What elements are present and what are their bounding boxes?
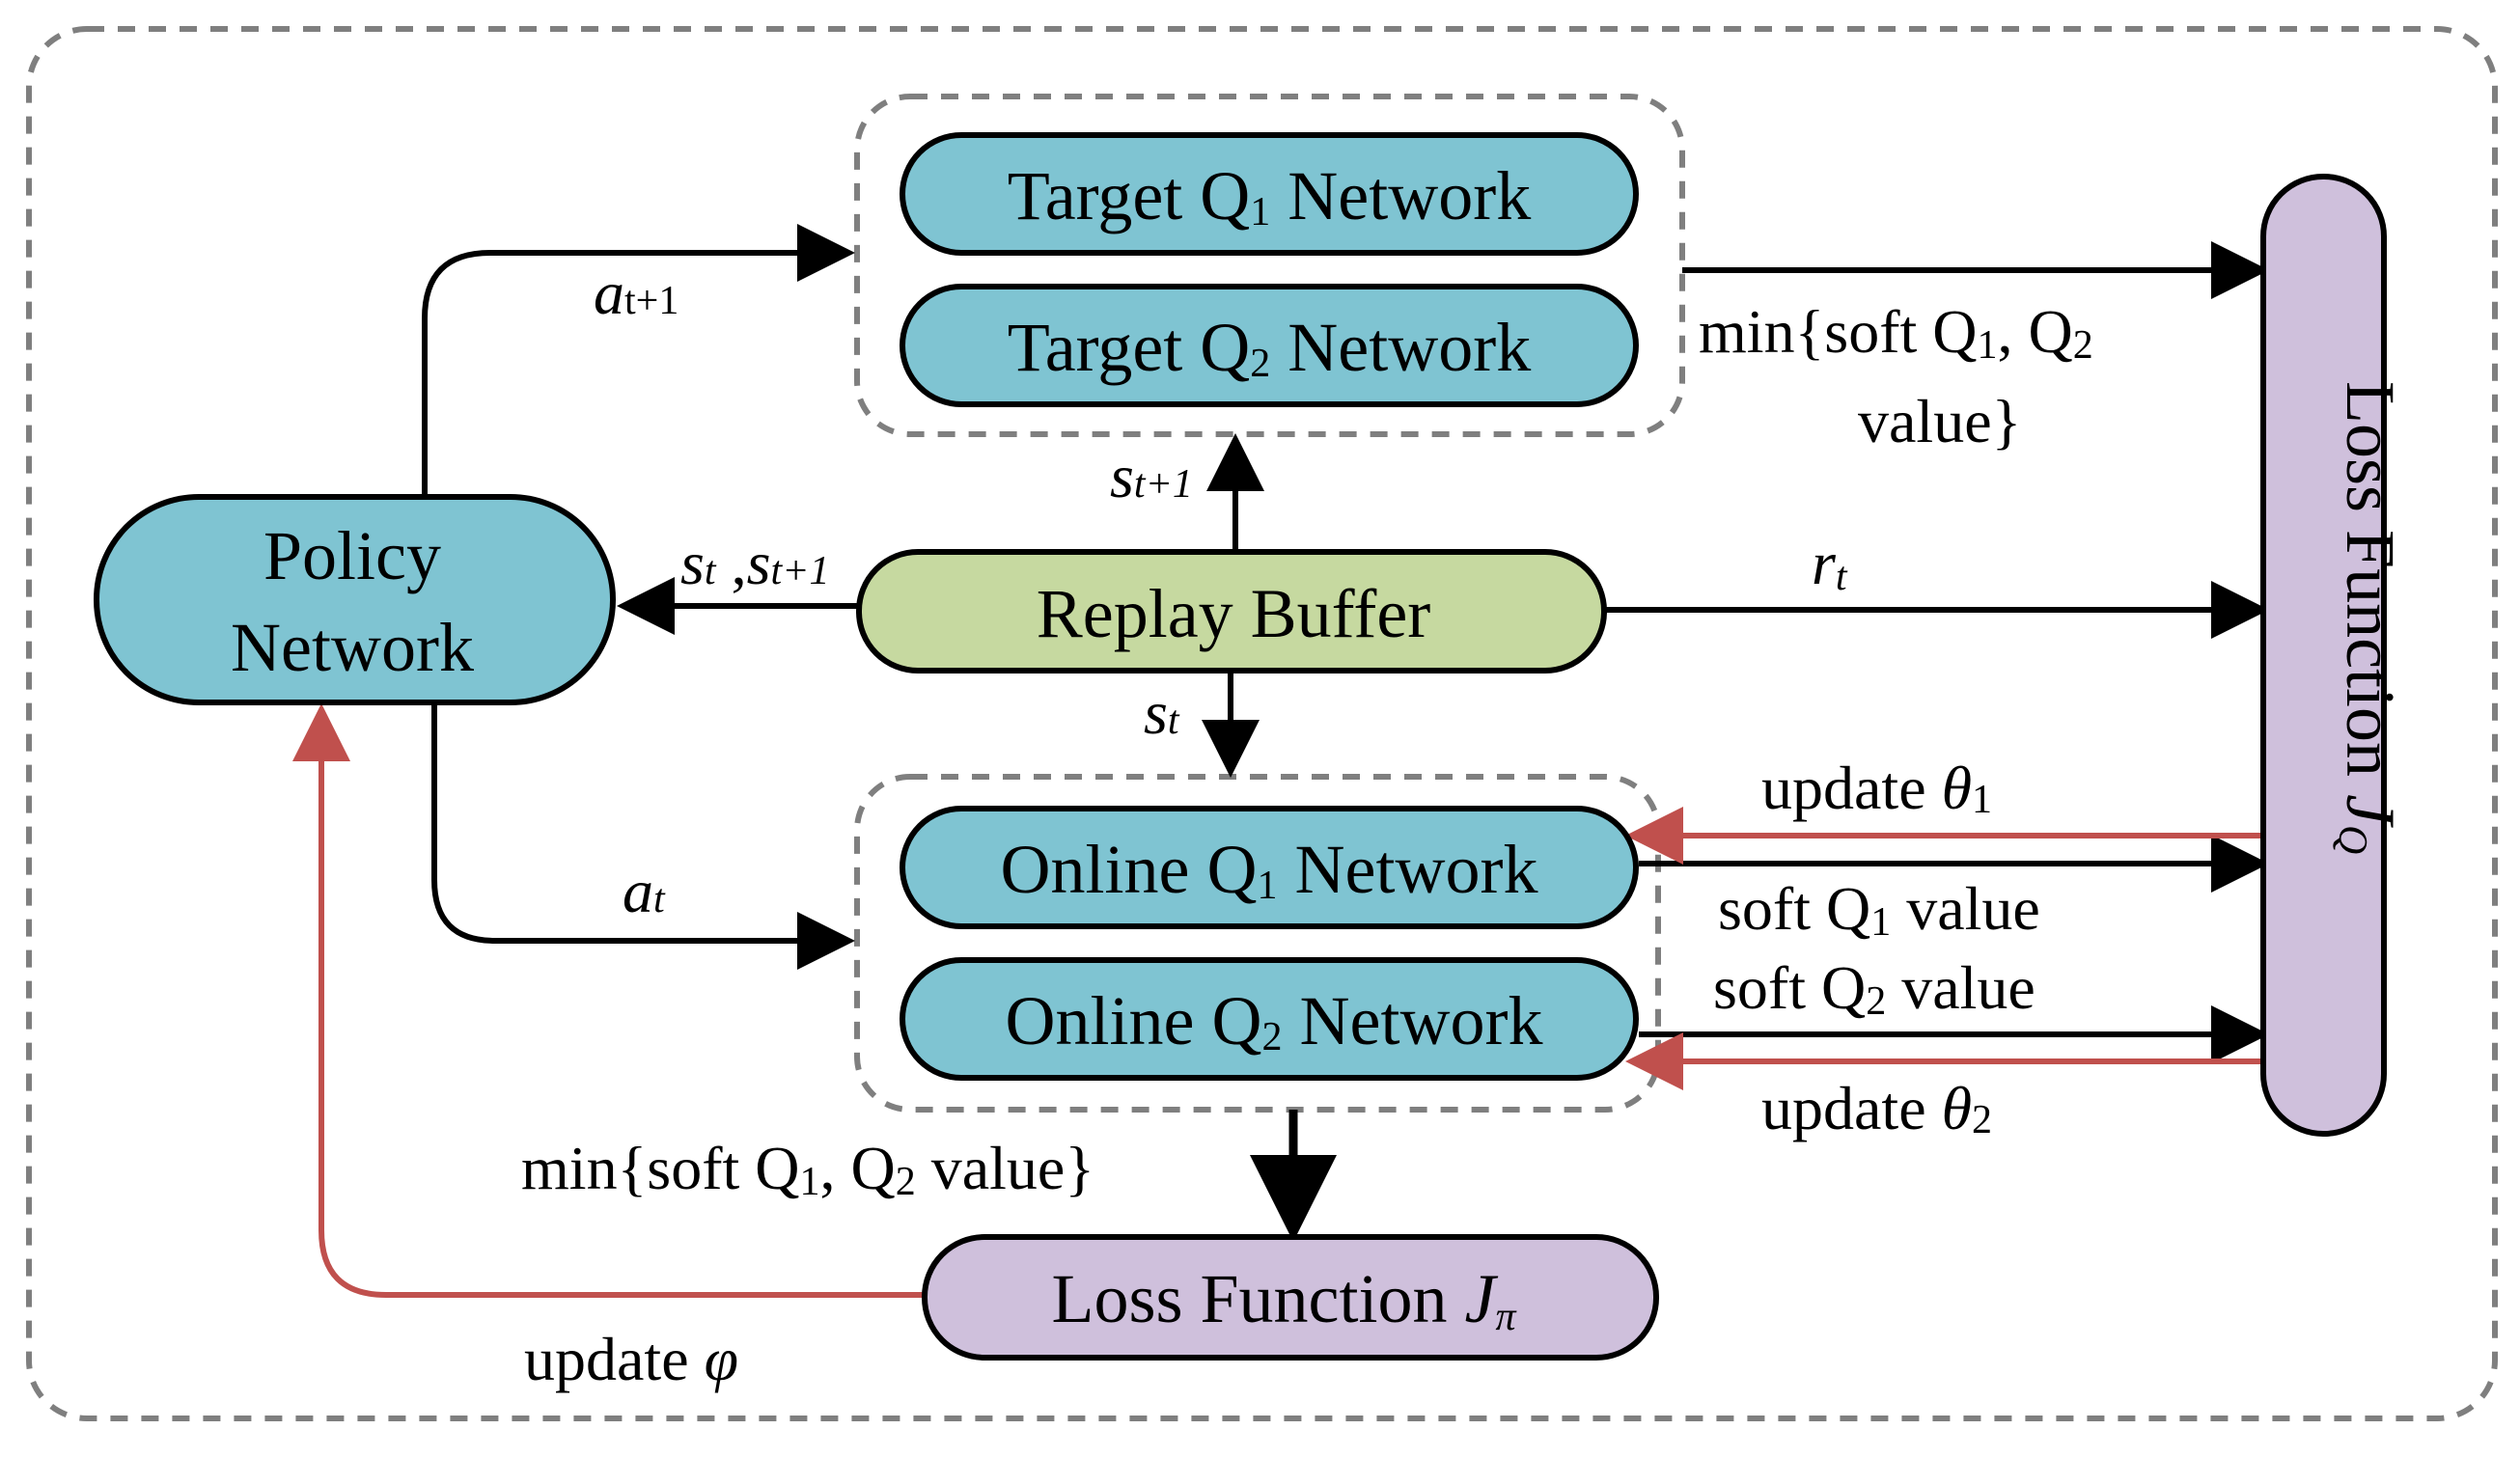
label-a-t1-sub: t+1 <box>624 279 678 323</box>
label-soft-q2-post: value <box>1886 953 2035 1022</box>
label-update-phi-pre: update <box>524 1325 705 1393</box>
online-q2-label-sub: 2 <box>1262 1015 1283 1059</box>
arrow-policy-to-online <box>431 702 855 970</box>
label-a-t1-sym: a <box>594 259 624 327</box>
online-q1-label-sub: 1 <box>1258 864 1278 908</box>
target-q1-node: Target Q1 Network <box>900 132 1639 256</box>
target-q2-label-post: Network <box>1270 309 1531 386</box>
target-q1-label-pre: Target Q <box>1008 157 1251 234</box>
label-a-t: at <box>623 857 666 925</box>
label-soft-q1-post: value <box>1891 874 2040 943</box>
loss-pi-node: Loss Function Jπ <box>922 1234 1659 1361</box>
label-r-t-sub: t <box>1836 555 1848 599</box>
label-pair-sep: , <box>716 529 747 597</box>
label-soft-q1-pre: soft Q <box>1718 874 1870 943</box>
label-update-theta2: update θ2 <box>1761 1074 1992 1142</box>
online-q1-label-pre: Online Q <box>1001 831 1258 908</box>
target-q2-node: Target Q2 Network <box>900 284 1639 407</box>
online-q1-node: Online Q1 Network <box>900 806 1639 929</box>
label-update-theta1: update θ1 <box>1761 754 1992 822</box>
label-min-online-sub2: 2 <box>896 1160 916 1204</box>
label-min-online-pre: min{soft Q <box>521 1134 800 1202</box>
label-soft-q1-sub: 1 <box>1870 900 1891 945</box>
outer-frame <box>26 26 2498 1421</box>
label-a-t-sub: t <box>653 877 666 921</box>
label-update-theta1-pre: update <box>1761 754 1942 822</box>
label-update-theta2-sym: θ <box>1942 1074 1972 1142</box>
label-update-phi-sym: φ <box>705 1325 738 1393</box>
loss-pi-label-text: Loss Function <box>1051 1260 1464 1337</box>
label-soft-q1: soft Q1 value <box>1718 874 2040 945</box>
arrow-policy-to-target <box>422 224 855 497</box>
label-min-online-post: value} <box>916 1134 1094 1202</box>
loss-q-label-sym: J <box>2332 794 2409 828</box>
svg-text:Online Q1 Network: Online Q1 Network <box>1001 831 1538 908</box>
label-a-t-sym: a <box>623 857 653 925</box>
label-s-t-sub: t <box>1168 699 1180 743</box>
loss-q-node: Loss Function JQ <box>2260 174 2409 1137</box>
svg-text:Loss Function Jπ: Loss Function Jπ <box>1051 1260 1516 1339</box>
online-q2-label-post: Network <box>1283 982 1543 1059</box>
policy-label-line1: Policy <box>263 517 441 594</box>
loss-pi-label-sub: π <box>1495 1295 1516 1339</box>
svg-text:Target Q2 Network: Target Q2 Network <box>1008 309 1531 386</box>
loss-pi-label-sym: J <box>1465 1260 1499 1337</box>
label-update-theta1-sub: 1 <box>1972 778 1992 822</box>
label-pair-sym2: s <box>747 529 771 597</box>
label-pair-sub2: t+1 <box>770 549 829 593</box>
label-update-theta2-sub: 2 <box>1972 1098 1992 1142</box>
label-pair-sym1: s <box>680 529 705 597</box>
target-q2-label-pre: Target Q <box>1008 309 1251 386</box>
label-update-phi: update φ <box>524 1325 738 1393</box>
label-pair-sub1: t <box>705 549 717 593</box>
target-q2-label-sub: 2 <box>1250 342 1270 386</box>
label-r-t-sym: r <box>1812 529 1837 597</box>
label-soft-q2-sub: 2 <box>1866 979 1886 1024</box>
label-s-t1-sub: t+1 <box>1134 462 1193 507</box>
loss-q-label-text: Loss Function <box>2332 381 2409 794</box>
label-s-t-pair: st ,st+1 <box>680 529 830 597</box>
label-min-target-line1: min{soft Q1, Q2 <box>1699 297 2093 368</box>
label-min-target-mid: , Q <box>1998 297 2073 366</box>
loss-q-label-sub: Q <box>2330 825 2374 854</box>
label-min-target-sub2: 2 <box>2073 323 2093 368</box>
svg-text:Loss Function JQ: Loss Function JQ <box>2330 381 2409 854</box>
replay-buffer-node: Replay Buffer <box>856 549 1607 674</box>
online-q2-label-pre: Online Q <box>1006 982 1262 1059</box>
label-update-theta2-pre: update <box>1761 1074 1942 1142</box>
label-a-t1: at+1 <box>594 259 678 327</box>
online-q2-node: Online Q2 Network <box>900 957 1639 1081</box>
label-s-t1-sym: s <box>1110 442 1134 510</box>
target-q1-label-sub: 1 <box>1250 190 1270 234</box>
label-soft-q2-pre: soft Q <box>1713 953 1866 1022</box>
label-min-online: min{soft Q1, Q2 value} <box>521 1134 1094 1204</box>
label-soft-q2: soft Q2 value <box>1713 953 2035 1024</box>
label-min-target-line2: value} <box>1858 387 2021 455</box>
label-update-theta1-sym: θ <box>1942 754 1972 822</box>
label-min-target-pre: min{soft Q <box>1699 297 1978 366</box>
label-min-target-sub1: 1 <box>1978 323 1998 368</box>
label-s-t-sym: s <box>1144 678 1168 747</box>
online-q1-label-post: Network <box>1278 831 1538 908</box>
arrow-update-phi <box>292 703 925 1298</box>
policy-label-line2: Network <box>231 609 474 686</box>
label-r-t: rt <box>1812 529 1848 599</box>
label-s-t1-up: st+1 <box>1110 442 1193 510</box>
policy-network-node: Policy Network <box>94 494 616 705</box>
label-s-t-down: st <box>1144 678 1180 747</box>
target-q1-label-post: Network <box>1270 157 1531 234</box>
label-min-online-sub1: 1 <box>800 1160 820 1204</box>
replay-buffer-label: Replay Buffer <box>1037 575 1431 652</box>
svg-text:Online Q2 Network: Online Q2 Network <box>1006 982 1543 1059</box>
svg-text:Target Q1 Network: Target Q1 Network <box>1008 157 1531 234</box>
label-min-online-mid: , Q <box>820 1134 896 1202</box>
